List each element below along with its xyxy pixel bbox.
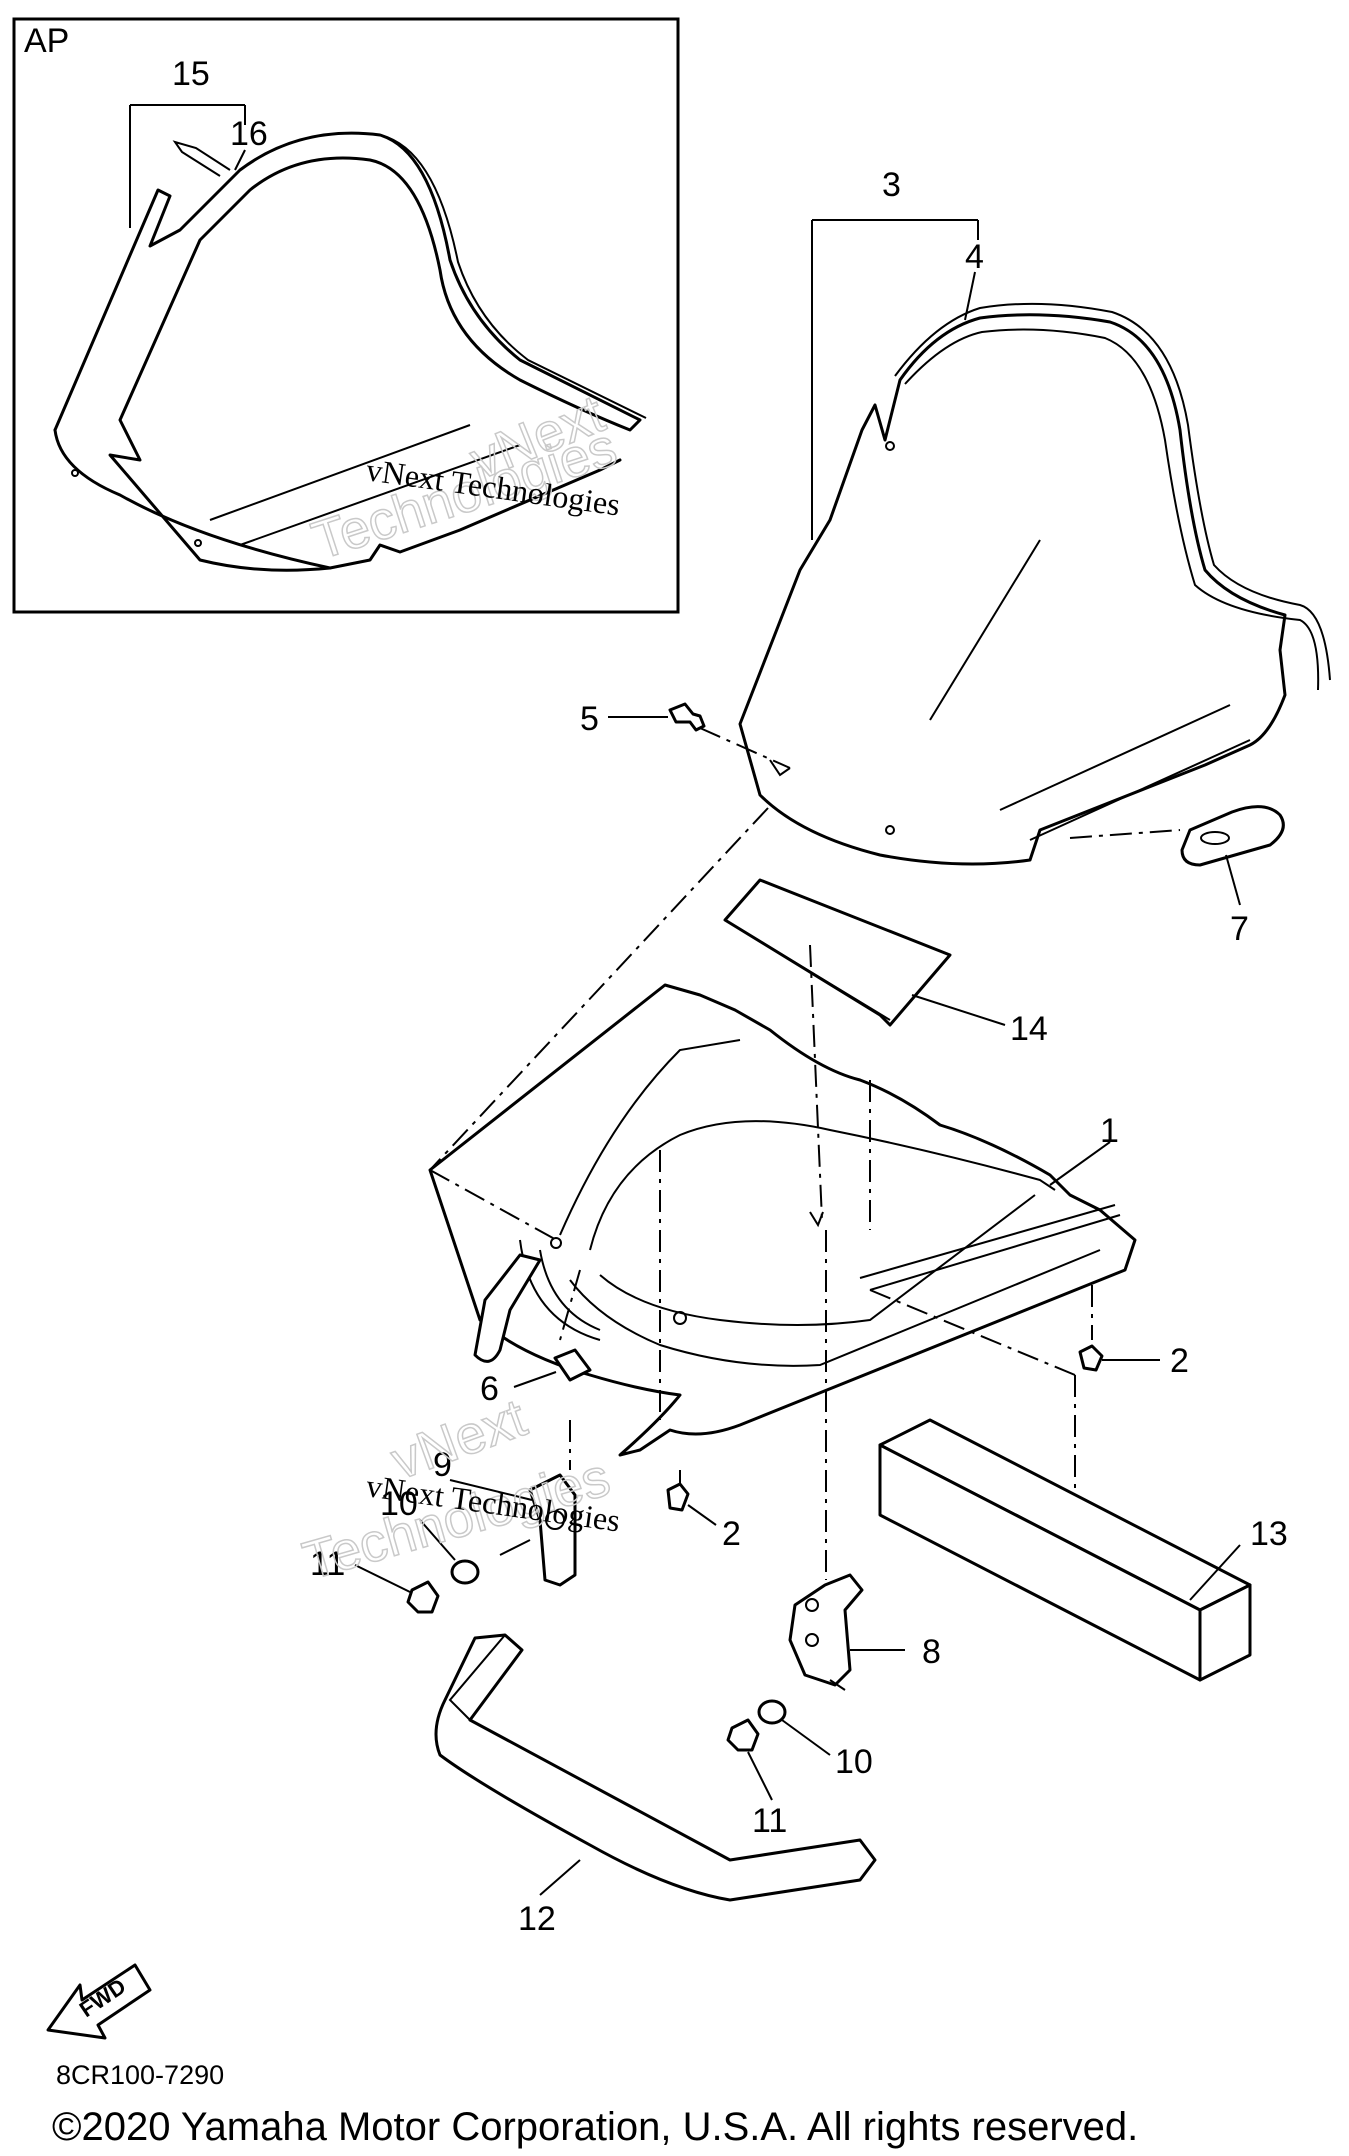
callout-14: 14 [1010, 1010, 1048, 1048]
bracket-9 [449, 1473, 577, 1587]
callout-12: 12 [518, 1900, 556, 1938]
callout-11-right: 11 [752, 1802, 787, 1840]
copyright-notice: ©2020 Yamaha Motor Corporation, U.S.A. A… [52, 2105, 1138, 2149]
pad-14 [723, 878, 1006, 1027]
callout-13: 13 [1250, 1515, 1288, 1553]
assembly-lines [429, 807, 1093, 1580]
diagram-code: 8CR100-7290 [56, 2060, 224, 2090]
nut-11-left [354, 1564, 440, 1614]
inset-label: AP [24, 22, 69, 60]
callout-2-right: 2 [1170, 1342, 1189, 1380]
callout-5: 5 [580, 700, 599, 738]
callout-11-left: 11 [310, 1545, 345, 1583]
bolt-2-lower [666, 1482, 717, 1526]
grommet-6 [513, 1348, 592, 1388]
callout-16: 16 [230, 115, 268, 153]
inset-frame [12, 17, 680, 614]
bracket-3 [811, 219, 979, 540]
screw-5 [608, 702, 791, 769]
callout-3: 3 [882, 166, 901, 204]
callout-7: 7 [1230, 910, 1249, 948]
bracket-7 [1069, 805, 1285, 906]
callout-10-left: 10 [380, 1485, 418, 1523]
fwd-arrow-icon: FWD [46, 1963, 152, 2040]
washer-10-left [419, 1519, 480, 1585]
windshield [738, 302, 1331, 866]
cowling [428, 983, 1137, 1457]
callout-4: 4 [965, 238, 984, 276]
bolt-2-right [1078, 1344, 1160, 1372]
inset-windshield [53, 131, 647, 572]
inset-bracket-15 [129, 104, 246, 228]
nut-11-right [726, 1718, 773, 1801]
callout-9: 9 [433, 1446, 452, 1484]
watermark-upper: vNext Technologies vNext Technologies [304, 383, 624, 572]
callout-8: 8 [922, 1633, 941, 1671]
trim-12 [434, 1633, 877, 1902]
callout-1: 1 [1100, 1112, 1119, 1150]
callout-10-right: 10 [835, 1743, 873, 1781]
callout-2-lower: 2 [722, 1515, 741, 1553]
foam-block-13 [878, 1418, 1252, 1682]
washer-10-right [757, 1699, 831, 1756]
bracket-8 [788, 1573, 905, 1691]
callout-6: 6 [480, 1370, 499, 1408]
callout-15: 15 [172, 55, 210, 93]
